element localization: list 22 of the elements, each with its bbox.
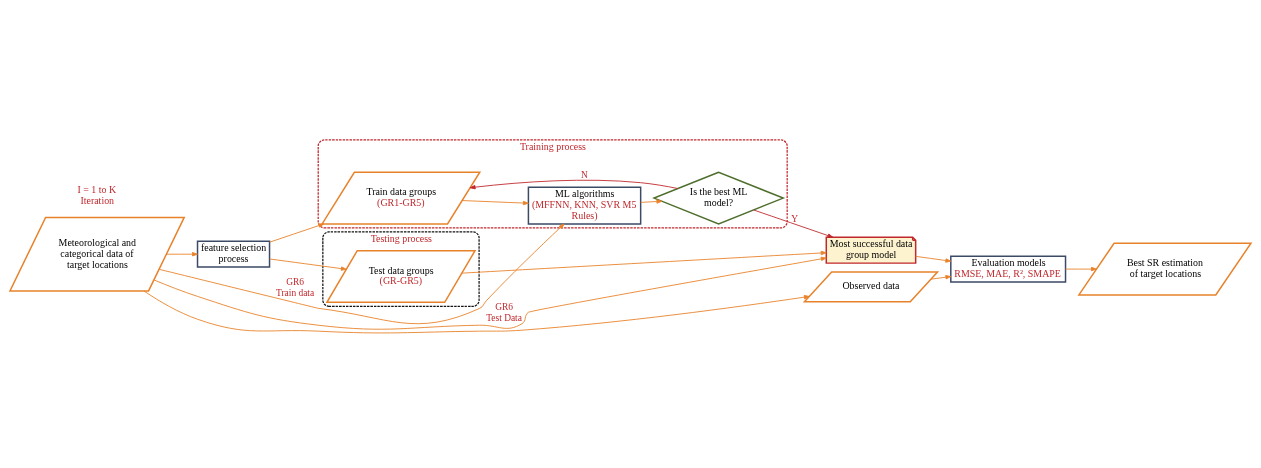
arrow [143,290,810,333]
edge-label: GR6 Train data [276,276,315,298]
label: I = 1 to K Iteration [77,183,117,206]
node-box: ML algorithms (MFFNN, KNN, SVR M5 Rules) [527,185,642,225]
arrow [269,258,347,271]
arrow [158,223,565,324]
arrow [461,250,827,274]
arrow [1065,266,1097,271]
edge-label: Y [791,213,799,224]
arrow [153,256,827,330]
arrow [461,199,529,205]
node-box: feature selection process [196,240,271,268]
arrow [469,179,679,189]
node-diamond: Is the best ML model? [652,170,786,225]
arrow [166,251,198,256]
arrow [915,255,952,263]
arrow [640,198,663,204]
edge-label: N [581,169,588,180]
edge-label: GR6 Test Data [486,301,522,323]
arrow [269,222,325,243]
node-box: Evaluation models RMSE, MAE, R², SMAPE [950,254,1067,283]
arrow [930,274,952,280]
